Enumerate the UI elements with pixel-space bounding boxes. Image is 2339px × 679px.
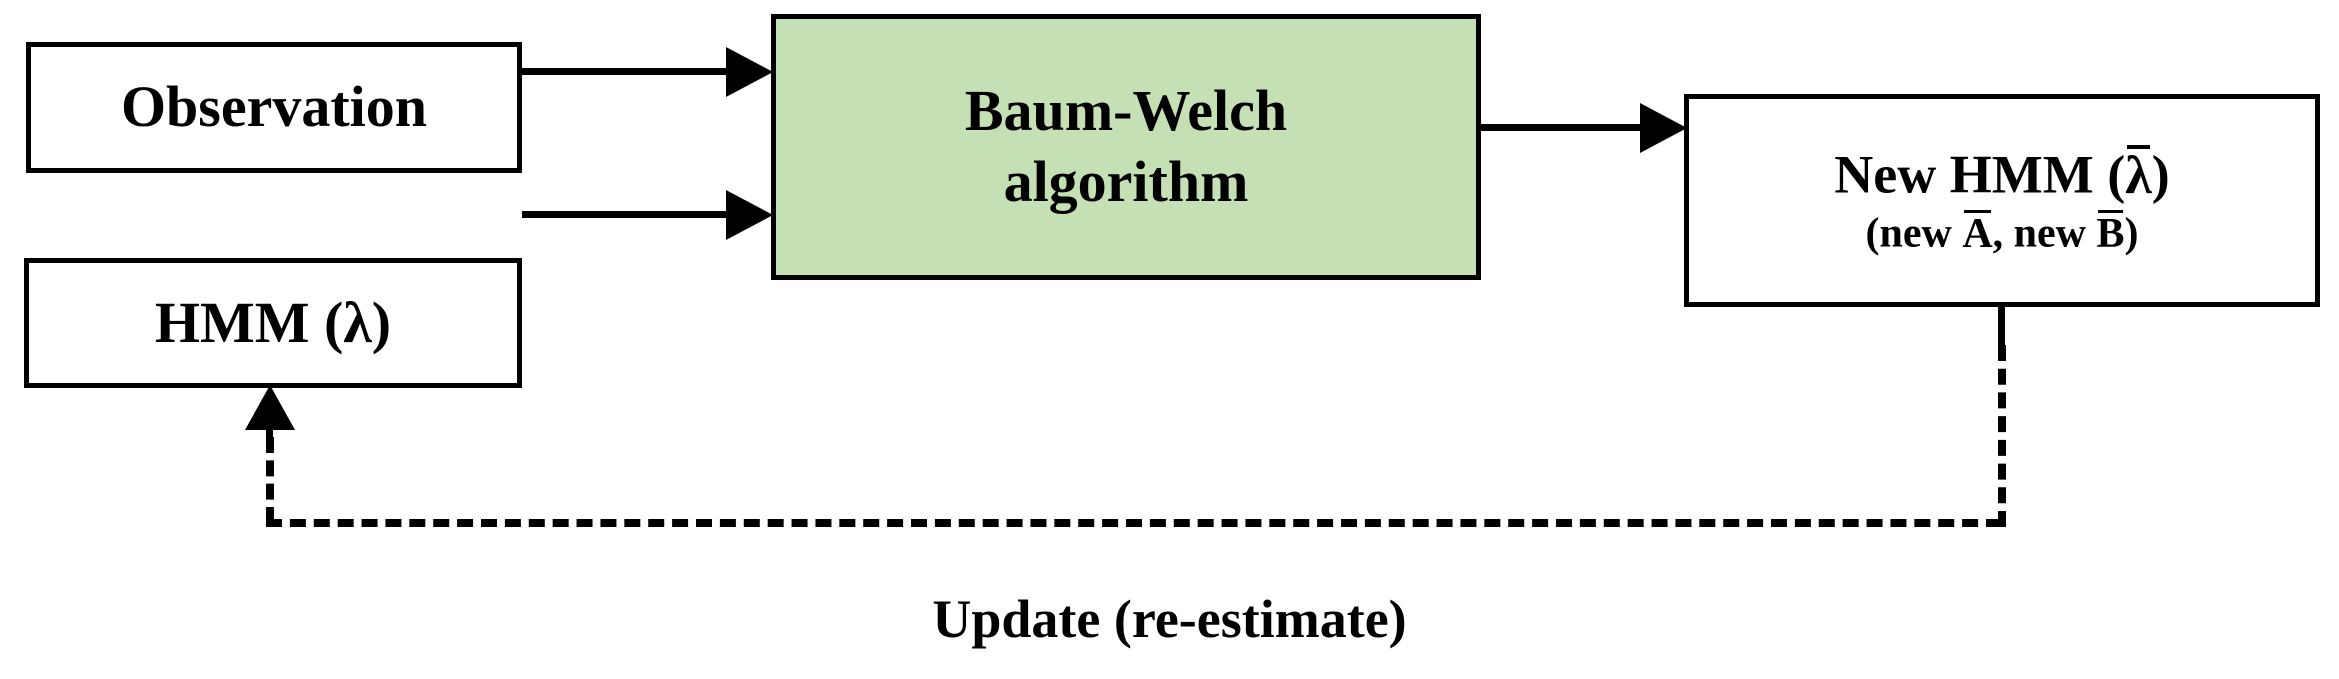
node-new-hmm-label-line2: (new A, new B) <box>1865 209 2139 257</box>
feedback-dashed-horizontal <box>266 519 2002 527</box>
edge-observation-to-baum-welch-arrowhead <box>726 47 773 97</box>
node-hmm[interactable]: HMM (λ) <box>24 258 522 388</box>
feedback-solid-stub-to-hmm <box>266 425 273 445</box>
edge-baum-welch-to-new-hmm-line <box>1481 124 1647 131</box>
a-bar-symbol: A <box>1962 210 1993 257</box>
feedback-edge-caption: Update (re-estimate) <box>932 589 1407 649</box>
b-bar-symbol: B <box>2096 210 2125 257</box>
edge-hmm-to-baum-welch-arrowhead <box>726 190 773 240</box>
node-hmm-label: HMM (λ) <box>154 289 392 355</box>
node-new-hmm-label-line1: New HMM (λ) <box>1834 144 2169 205</box>
node-observation-label: Observation <box>120 74 428 140</box>
feedback-dashed-vertical-right <box>1998 345 2006 527</box>
new-a-prefix-text: (new <box>1865 210 1963 257</box>
new-hmm-suffix-text: ) <box>2151 144 2170 205</box>
node-baum-welch-label-line2: algorithm <box>1003 149 1249 214</box>
node-new-hmm[interactable]: New HMM (λ) (new A, new B) <box>1684 94 2320 307</box>
node-observation[interactable]: Observation <box>26 42 522 173</box>
feedback-stub-from-new-hmm <box>1998 305 2005 347</box>
feedback-dashed-vertical-left <box>266 437 274 523</box>
node-baum-welch-label-line1: Baum-Welch <box>964 78 1288 144</box>
edge-hmm-to-baum-welch-line <box>522 211 734 218</box>
edge-observation-to-baum-welch-line <box>522 68 734 75</box>
new-b-mid-text: , new <box>1992 210 2097 257</box>
edge-baum-welch-to-new-hmm-arrowhead <box>1640 103 1687 153</box>
new-hmm-prefix-text: New HMM ( <box>1834 144 2126 205</box>
new-hmm-line2-suffix-text: ) <box>2124 210 2139 257</box>
lambda-bar-symbol: λ <box>2125 144 2152 205</box>
feedback-arrowhead-into-hmm <box>245 385 295 430</box>
node-baum-welch-algorithm[interactable]: Baum-Welch algorithm <box>771 14 1481 280</box>
